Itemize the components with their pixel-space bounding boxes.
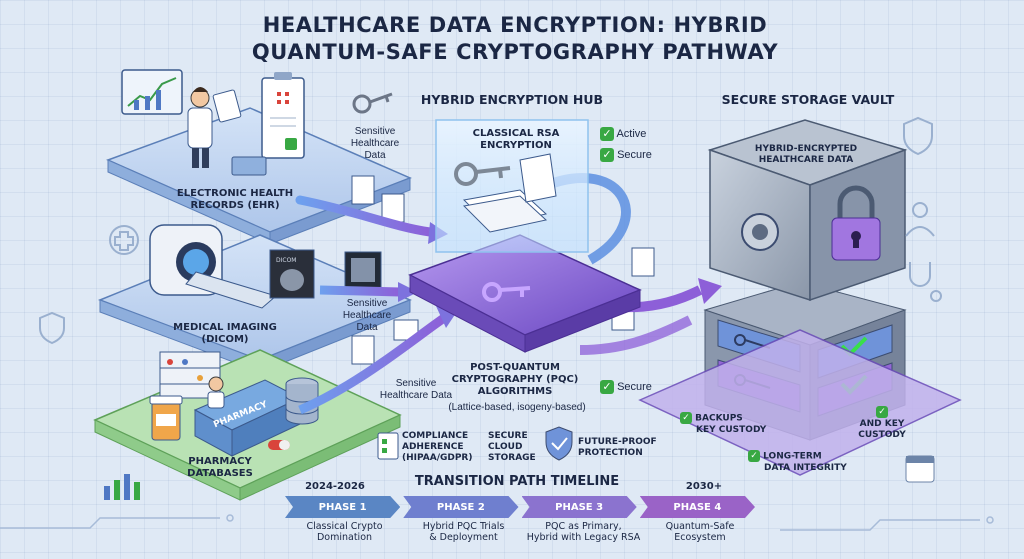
phase-2-description: Hybrid PQC Trials & Deployment xyxy=(422,521,505,543)
timeline-title: TRANSITION PATH TIMELINE xyxy=(414,474,620,489)
benefit-future-proof: FUTURE-PROOF PROTECTION xyxy=(578,437,657,458)
padlock-icon xyxy=(831,185,881,261)
title-line-2: QUANTUM-SAFE CRYPTOGRAPHY PATHWAY xyxy=(251,40,779,64)
shield-check-icon xyxy=(545,426,573,461)
check-icon: ✓ xyxy=(600,380,614,394)
pqc-key-icon xyxy=(482,282,531,302)
stethoscope-icon xyxy=(909,262,942,302)
status-secure: ✓ Secure xyxy=(600,148,652,162)
timeline-year-end: 2030+ xyxy=(685,481,723,492)
vault-feature-integrity: ✓ LONG-TERM DATA INTEGRITY xyxy=(748,450,847,474)
bar-chart-icon xyxy=(104,474,140,500)
checklist-icon xyxy=(377,432,399,460)
phase-4-marker: PHASE 4 xyxy=(640,496,755,518)
sensitive-data-label-2: Sensitive Healthcare Data xyxy=(342,298,392,333)
page-title: HEALTHCARE DATA ENCRYPTION: HYBRID QUANT… xyxy=(190,12,840,66)
check-icon: ✓ xyxy=(876,406,888,418)
vault-title: SECURE STORAGE VAULT xyxy=(721,92,895,107)
dicom-film-icon: DICOM xyxy=(269,249,315,299)
sensitive-data-label-1: Sensitive Healthcare Data xyxy=(350,126,400,161)
phase-3-description: PQC as Primary, Hybrid with Legacy RSA xyxy=(526,521,641,543)
database-icon xyxy=(285,377,319,425)
sensitive-data-label-3: Sensitive Healthcare Data xyxy=(379,378,453,401)
flow-arrow-ehr xyxy=(295,195,435,237)
vault-feature-custody: ✓ AND KEY CUSTODY xyxy=(858,406,906,440)
chart-monitor-icon xyxy=(121,69,183,115)
circuit-lines-decoration xyxy=(0,514,994,531)
vault-label: HYBRID-ENCRYPTED HEALTHCARE DATA xyxy=(754,144,858,165)
classical-rsa-label: CLASSICAL RSA ENCRYPTION xyxy=(472,128,560,151)
phase-1-marker: PHASE 1 xyxy=(285,496,400,518)
check-icon: ✓ xyxy=(680,412,692,424)
pqc-hub-platform xyxy=(408,234,642,353)
person-outline-icon xyxy=(905,202,935,237)
timeline-year-start: 2024-2026 xyxy=(305,481,365,492)
pqc-status: ✓ Secure xyxy=(600,380,652,394)
check-icon: ✓ xyxy=(600,127,614,141)
vault-base-platform xyxy=(638,329,962,476)
capsule-icon xyxy=(268,440,290,450)
vault-feature-backups: ✓ BACKUPS KEY CUSTODY xyxy=(680,412,766,436)
mri-scanner-icon xyxy=(149,224,278,309)
medical-record-clipboard-icon xyxy=(261,72,305,159)
hub-to-vault-arrow-head xyxy=(698,278,722,304)
hub-title: HYBRID ENCRYPTION HUB xyxy=(420,92,604,107)
check-icon: ✓ xyxy=(748,450,760,462)
pharmacist-figure xyxy=(207,376,225,409)
flow-arrow-pharmacy xyxy=(298,314,447,415)
xray-image xyxy=(351,258,375,282)
phase-2-marker: PHASE 2 xyxy=(403,496,518,518)
flow-arrow-imaging-head xyxy=(398,282,418,302)
calendar-icon xyxy=(905,455,935,483)
pill-bottle-icon xyxy=(149,395,183,441)
rsa-key-icon xyxy=(454,162,511,186)
doctor-figure xyxy=(187,87,242,168)
timeline-phase-bar: PHASE 1 PHASE 2 PHASE 3 PHASE 4 xyxy=(285,496,755,518)
classical-rsa-glass-panel xyxy=(435,119,589,253)
ehr-label: ELECTRONIC HEALTH RECORDS (EHR) xyxy=(176,188,294,211)
pharmacy-shelf-icon xyxy=(159,351,221,399)
pqc-to-vault-arrow xyxy=(579,315,693,355)
imaging-label: MEDICAL IMAGING (DICOM) xyxy=(173,322,277,345)
status-active: ✓ Active xyxy=(600,127,646,141)
encrypted-document-stack xyxy=(462,153,557,233)
phase-4-description: Quantum-Safe Ecosystem xyxy=(665,521,735,543)
key-icon-top xyxy=(352,92,393,114)
pqc-label: POST-QUANTUM CRYPTOGRAPHY (PQC) ALGORITH… xyxy=(451,362,579,397)
benefit-compliance: COMPLIANCE ADHERENCE (HIPAA/GDPR) xyxy=(402,431,473,463)
phase-1-description: Classical Crypto Domination xyxy=(306,521,383,543)
pqc-note: (Lattice-based, isogeny-based) xyxy=(448,402,586,413)
flow-arrow-imaging xyxy=(319,285,401,297)
medical-cross-icon xyxy=(109,225,139,255)
shield-outline-icon xyxy=(39,116,933,345)
benefit-cloud: SECURE CLOUD STORAGE xyxy=(488,431,536,463)
pharmacy-label: PHARMACY DATABASES xyxy=(187,456,253,479)
ecg-tablet-icon xyxy=(231,156,267,176)
title-line-1: HEALTHCARE DATA ENCRYPTION: HYBRID xyxy=(262,13,768,37)
svg-text:DICOM: DICOM xyxy=(276,257,296,264)
check-icon: ✓ xyxy=(600,148,614,162)
phase-3-marker: PHASE 3 xyxy=(522,496,637,518)
